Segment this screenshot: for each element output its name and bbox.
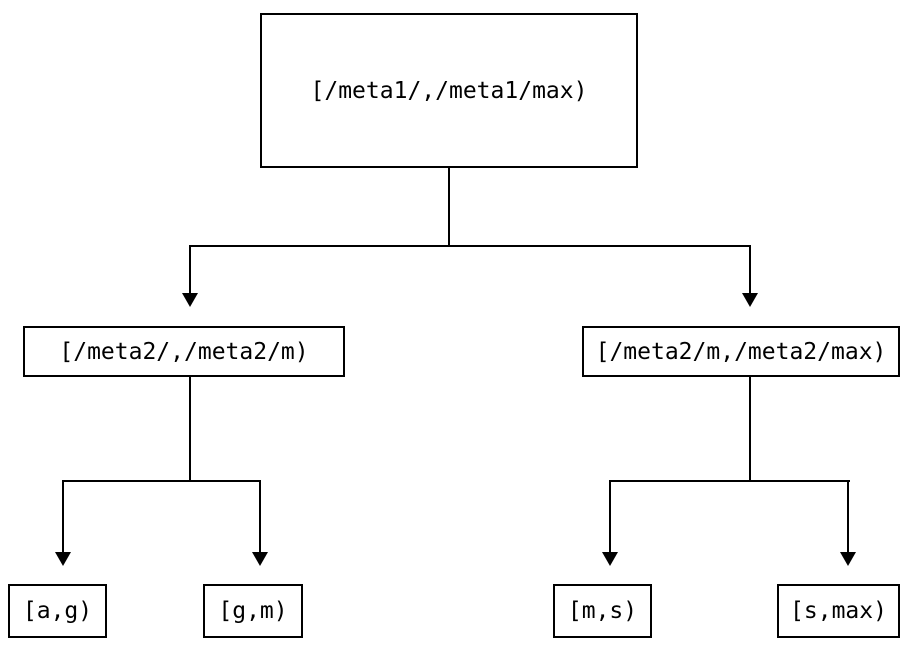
connector-level1-horizontal (189, 245, 751, 247)
connector-right-child-stub (749, 377, 751, 481)
right-interval-node: [/meta2/m,/meta2/max) (582, 326, 900, 377)
arrow-down-icon (840, 552, 856, 566)
connector-right-subtree-horizontal (609, 480, 850, 482)
leaf-node-s-max: [s,max) (777, 584, 900, 638)
connector-left-subtree-horizontal (62, 480, 261, 482)
connector-root-stub (448, 168, 450, 246)
connector-right-subtree-left-drop (609, 480, 611, 552)
arrow-down-icon (742, 293, 758, 307)
arrow-down-icon (252, 552, 268, 566)
leaf-node-g-m: [g,m) (203, 584, 303, 638)
left-interval-node: [/meta2/,/meta2/m) (23, 326, 345, 377)
connector-level1-right-drop (749, 245, 751, 295)
leaf-node-a-g: [a,g) (8, 584, 107, 638)
connector-left-child-stub (189, 377, 191, 481)
root-interval-node: [/meta1/,/meta1/max) (260, 13, 638, 168)
connector-level1-left-drop (189, 245, 191, 295)
arrow-down-icon (602, 552, 618, 566)
connector-right-subtree-right-drop (847, 480, 849, 552)
arrow-down-icon (182, 293, 198, 307)
connector-left-subtree-left-drop (62, 480, 64, 552)
leaf-node-m-s: [m,s) (553, 584, 652, 638)
arrow-down-icon (55, 552, 71, 566)
connector-left-subtree-right-drop (259, 480, 261, 552)
